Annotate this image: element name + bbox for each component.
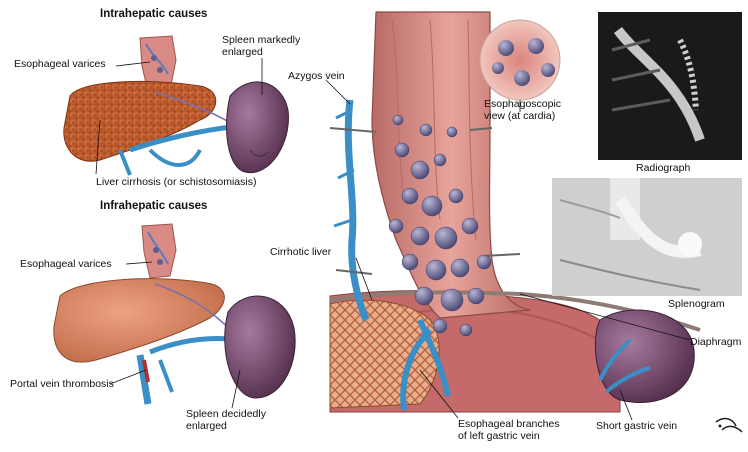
label-short-gastric-vein: Short gastric vein bbox=[596, 420, 677, 432]
esophagoscopic-view bbox=[480, 20, 560, 100]
varix-16 bbox=[468, 288, 484, 304]
splenogram-image bbox=[552, 178, 742, 296]
varix-7 bbox=[411, 227, 429, 245]
varix-14 bbox=[415, 287, 433, 305]
spleen-top bbox=[226, 82, 288, 173]
varix-11 bbox=[426, 260, 446, 280]
varix-17 bbox=[433, 319, 447, 333]
varix-20 bbox=[420, 124, 432, 136]
label-spleen-decidedly-enlarged: Spleen decidedly enlarged bbox=[186, 408, 266, 432]
varix-9 bbox=[462, 218, 478, 234]
varix-5 bbox=[449, 189, 463, 203]
label-esophageal-branches: Esophageal branches of left gastric vein bbox=[458, 418, 560, 442]
varix-8 bbox=[435, 227, 457, 249]
varix-21 bbox=[447, 127, 457, 137]
varix-1 bbox=[411, 161, 429, 179]
liver-normal bbox=[54, 279, 225, 362]
varix-4 bbox=[422, 196, 442, 216]
varix-6 bbox=[389, 219, 403, 233]
varix-2 bbox=[434, 154, 446, 166]
caption-radiograph: Radiograph bbox=[636, 162, 690, 174]
radiograph-image bbox=[598, 12, 742, 160]
label-azygos-vein: Azygos vein bbox=[288, 70, 345, 82]
cirrhotic-liver-section bbox=[330, 300, 439, 408]
varix-15 bbox=[441, 289, 463, 311]
heading-infrahepatic: Infrahepatic causes bbox=[100, 200, 207, 212]
label-diaphragm: Diaphragm bbox=[690, 336, 741, 348]
label-esophageal-varices-top: Esophageal varices bbox=[14, 58, 106, 70]
label-esophageal-varices-bottom: Esophageal varices bbox=[20, 258, 112, 270]
label-spleen-markedly-enlarged: Spleen markedly enlarged bbox=[222, 34, 300, 58]
varix-10 bbox=[402, 254, 418, 270]
signature-mark bbox=[716, 419, 742, 432]
azygos-vein bbox=[348, 100, 366, 320]
caption-splenogram: Splenogram bbox=[668, 298, 725, 310]
label-cirrhotic-liver: Cirrhotic liver bbox=[270, 246, 331, 258]
spleen-bottom bbox=[225, 296, 295, 398]
varix-13 bbox=[477, 255, 491, 269]
label-esophagoscopic-view: Esophagoscopic view (at cardia) bbox=[484, 98, 561, 122]
heading-intrahepatic: Intrahepatic causes bbox=[100, 8, 207, 20]
varix-3 bbox=[402, 188, 418, 204]
varix-12 bbox=[451, 259, 469, 277]
varix-0 bbox=[395, 143, 409, 157]
label-portal-vein-thrombosis: Portal vein thrombosis bbox=[10, 378, 114, 390]
varix-19 bbox=[393, 115, 403, 125]
label-liver-cirrhosis: Liver cirrhosis (or schistosomiasis) bbox=[96, 176, 256, 188]
varix-18 bbox=[460, 324, 472, 336]
